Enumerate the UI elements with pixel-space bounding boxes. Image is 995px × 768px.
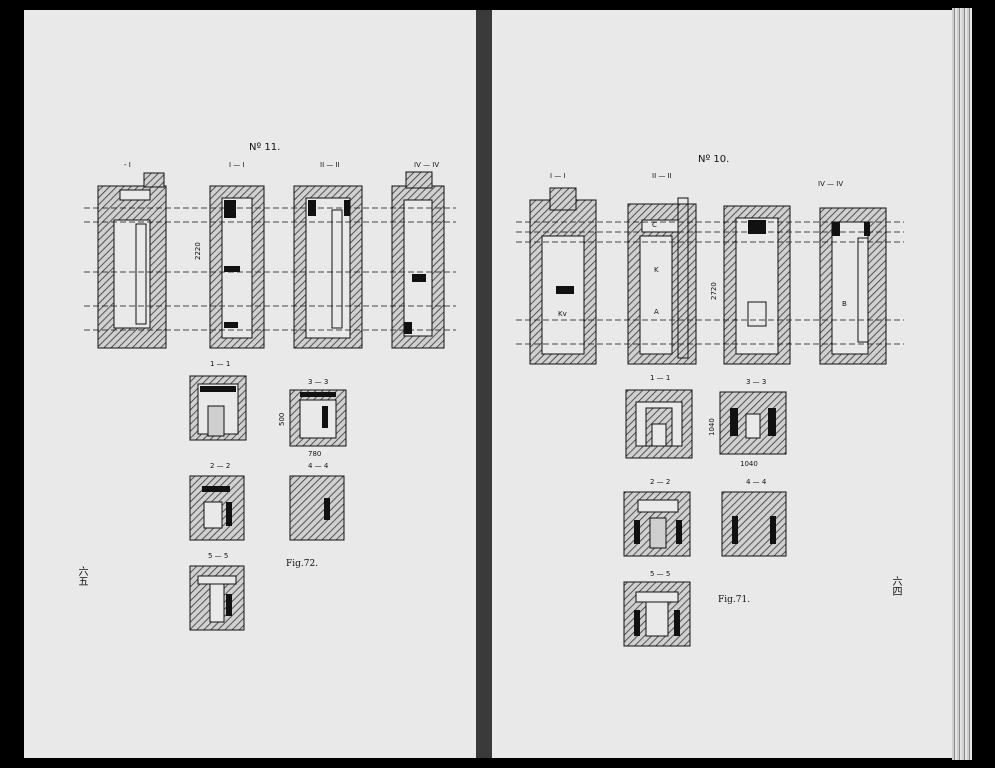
left-section-label-3: II — II [320,161,340,169]
right-plan-height-dim: 1040 [708,418,716,436]
right-plan-1-1 [625,389,693,459]
left-figure-caption: Fig.72. [286,559,318,569]
right-plan-label-1-1: 1 — 1 [650,374,670,382]
left-elevation-2: 2220 [194,185,265,349]
right-section-label-4: IV — IV [818,180,843,188]
right-letter-c: C [652,221,657,229]
left-section-label-2: I — I [229,161,245,169]
left-plan-height-dim: 500 [278,413,286,426]
left-plan-5-5 [189,565,245,631]
right-plan-label-3-3: 3 — 3 [746,378,766,386]
left-section-label-4: IV — IV [414,161,439,169]
right-section-label-2: II — II [652,172,672,180]
left-drawing: Nº 11. - I I — I II — II IV — IV 2220 [84,142,456,631]
right-letter-b: B [842,300,847,308]
right-level-lines [516,221,904,345]
left-plan-label-5-5: 5 — 5 [208,552,228,560]
right-page: Nº 10. I — I II — II IV — IV Kv C K A [492,10,952,758]
left-elevation-3 [293,185,363,349]
left-height-dim: 2220 [194,242,202,260]
right-plan-3-3: 1040 1040 [708,391,787,468]
right-plan-width-dim: 1040 [740,460,758,468]
left-plan-label-4-4: 4 — 4 [308,462,329,470]
left-elevation-4 [391,171,445,349]
right-height-dim: 2720 [710,282,718,300]
right-plan-label-4-4: 4 — 4 [746,478,767,486]
book-page-edges [952,8,972,760]
right-plan-4-4 [721,491,787,557]
left-title: Nº 11. [249,142,280,153]
left-plan-4-4 [289,475,345,541]
book-gutter [476,10,492,758]
left-plan-label-2-2: 2 — 2 [210,462,230,470]
right-elevation-4: B [819,207,887,365]
right-letter-k: K [654,266,659,274]
left-page: Nº 11. - I I — I II — II IV — IV 2220 [24,10,476,758]
left-plan-width-dim: 780 [308,450,321,458]
right-letter-kv: Kv [558,310,567,318]
left-elevation-1 [97,172,167,349]
right-title: Nº 10. [698,154,729,165]
left-plan-label-3-3: 3 — 3 [308,378,328,386]
right-elevation-1: Kv [529,187,597,365]
right-figure-caption: Fig.71. [718,595,750,605]
right-plan-label-5-5: 5 — 5 [650,570,670,578]
right-page-number: 六四 [890,576,901,596]
left-page-number: 六五 [76,566,87,586]
left-plan-2-2 [189,475,245,541]
left-plan-1-1 [189,375,247,441]
right-letter-a: A [654,308,659,316]
right-elevation-2: C K A [627,197,697,365]
left-plan-3-3: 500 780 [278,389,347,458]
right-plan-label-2-2: 2 — 2 [650,478,670,486]
right-elevation-3: 2720 [710,205,791,365]
right-section-label-1: I — I [550,172,566,180]
left-section-label-1: - I [124,161,131,169]
right-plan-5-5 [623,581,691,647]
left-level-lines [84,207,456,331]
right-drawing: Nº 10. I — I II — II IV — IV Kv C K A [516,154,904,647]
left-plan-label-1-1: 1 — 1 [210,360,230,368]
right-plan-2-2 [623,491,691,557]
